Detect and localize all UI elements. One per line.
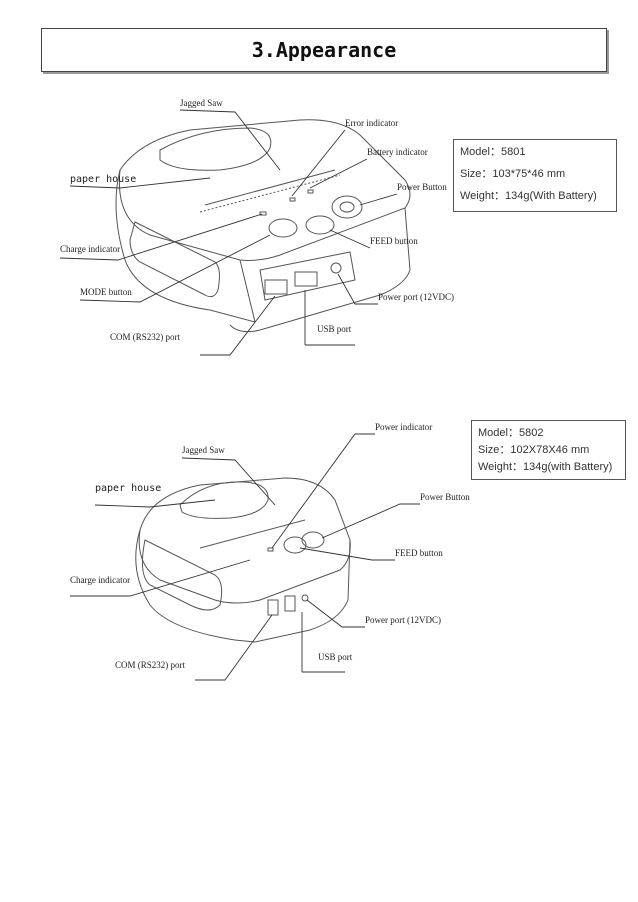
spec-box-5802: Model：5802 Size：102X78X46 mm Weight：134g…	[471, 420, 626, 480]
label-power-button: Power Button	[420, 492, 470, 502]
spec-weight: Weight：134g(with Battery)	[478, 461, 613, 473]
section-title: 3.Appearance	[251, 38, 397, 62]
spec-weight: Weight：134g(With Battery)	[460, 190, 597, 202]
label-com-port: COM (RS232) port	[110, 332, 181, 342]
label-mode-button: MODE button	[80, 287, 132, 297]
label-power-button: Power Button	[397, 182, 447, 192]
printer-5802-drawing	[135, 477, 351, 643]
label-power-indicator: Power indicator	[375, 422, 432, 432]
label-paper-house: paper house	[70, 174, 136, 185]
label-usb-port: USB port	[317, 324, 352, 334]
label-com-port: COM (RS232) port	[115, 660, 186, 670]
label-charge-indicator: Charge indicator	[60, 244, 120, 254]
label-jagged-saw: Jagged Saw	[182, 445, 225, 455]
spec-box-5801: Model：5801 Size：103*75*46 mm Weight：134g…	[453, 139, 617, 212]
printer-5801-drawing	[115, 119, 411, 333]
label-usb-port: USB port	[318, 652, 353, 662]
section-title-box: 3.Appearance	[41, 28, 607, 72]
label-feed-button: FEED button	[395, 548, 443, 558]
label-feed-button: FEED button	[370, 236, 418, 246]
spec-model: Model：5802	[478, 427, 544, 439]
spec-size: Size：103*75*46 mm	[460, 168, 566, 180]
spec-size: Size：102X78X46 mm	[478, 444, 590, 456]
label-charge-indicator: Charge indicator	[70, 575, 130, 585]
spec-model: Model：5801	[460, 146, 526, 158]
printer-5802-callouts: Power indicator Jagged Saw paper house P…	[70, 422, 470, 681]
label-power-port: Power port (12VDC)	[365, 615, 441, 625]
printer-5801-callouts: Jagged Saw Error indicator Battery indic…	[59, 98, 454, 356]
label-battery-indicator: Battery indicator	[367, 147, 428, 157]
label-jagged-saw: Jagged Saw	[180, 98, 223, 108]
label-power-port: Power port (12VDC)	[378, 292, 454, 302]
label-paper-house: paper house	[95, 483, 161, 494]
label-error-indicator: Error indicator	[345, 118, 398, 128]
